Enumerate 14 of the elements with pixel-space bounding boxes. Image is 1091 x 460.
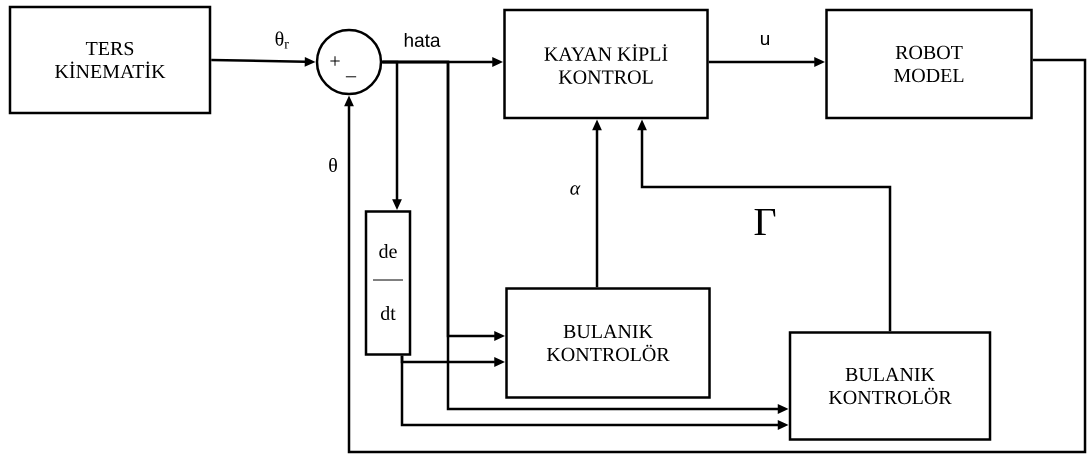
arrow xyxy=(344,58,1087,454)
edge-label: hata xyxy=(402,32,442,48)
edge-label: α xyxy=(568,184,582,196)
block-box: BULANIK KONTROLÖR xyxy=(788,331,992,441)
edge-label: θ xyxy=(327,156,339,174)
summing-junction: + _ xyxy=(315,28,383,96)
derivative-box: de dt xyxy=(364,210,412,356)
block-box: TERS KİNEMATİK xyxy=(8,5,212,115)
block-box: BULANIK KONTROLÖR xyxy=(505,287,711,399)
edge-label: u xyxy=(758,33,772,47)
block-box: KAYAN KİPLİ KONTROL xyxy=(503,8,709,120)
block-box: ROBOT MODEL xyxy=(825,8,1033,120)
edge-label: θ$_{r}$ xyxy=(273,30,291,50)
edge-label: Γ xyxy=(752,207,778,237)
